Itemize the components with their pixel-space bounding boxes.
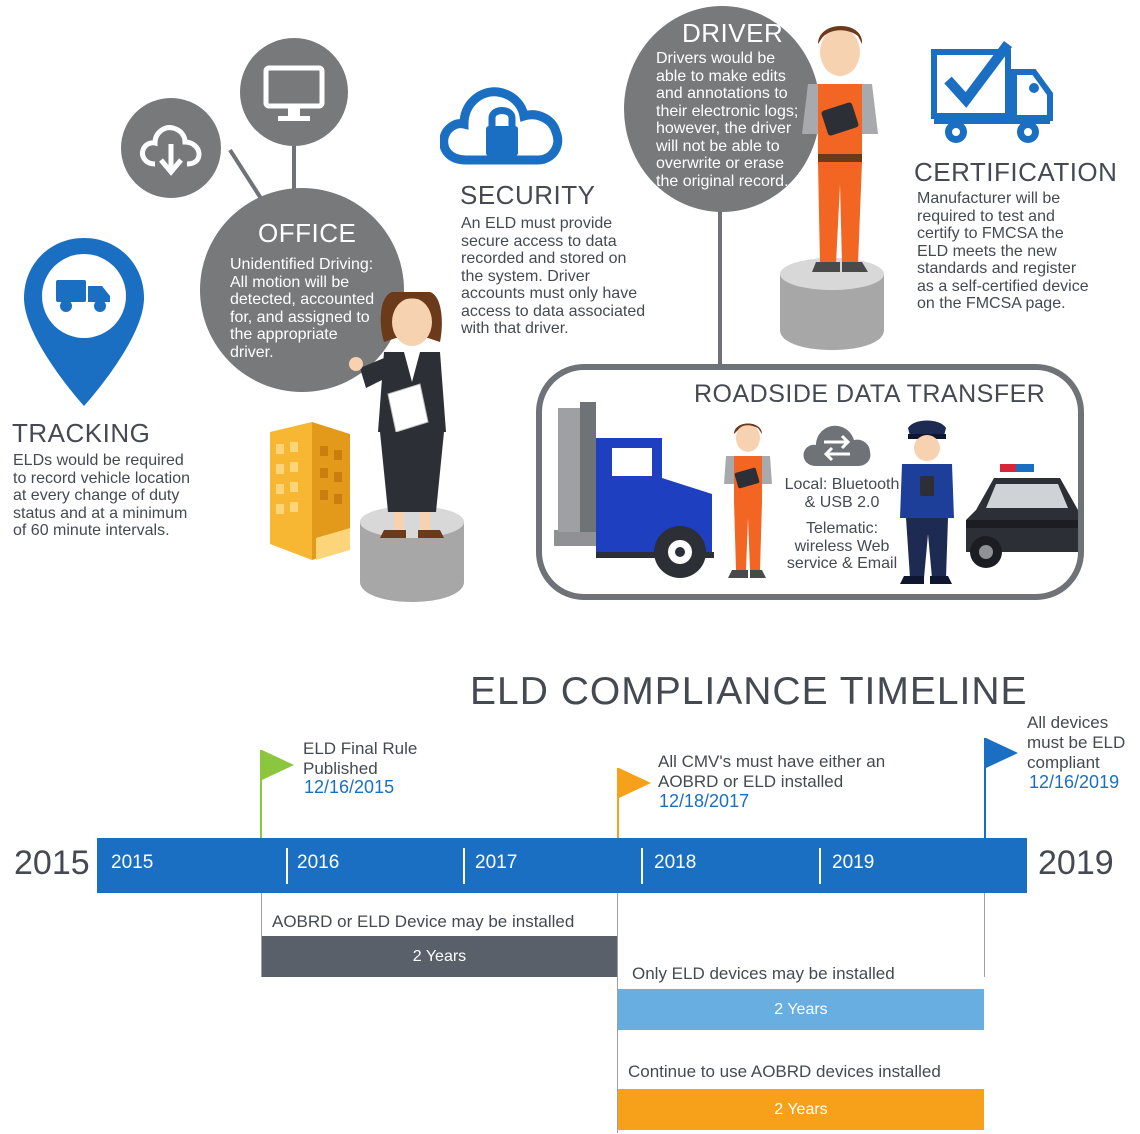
roadside-local-text: Local: Bluetooth & USB 2.0 [784, 476, 900, 511]
milestone-label-3: All devices must be ELD compliant [1027, 713, 1126, 772]
tracking-section: TRACKING ELDs would be required to recor… [10, 236, 200, 586]
year-separator [641, 848, 643, 884]
green-flag-icon [262, 750, 294, 780]
period-guide-2 [617, 893, 618, 1133]
monitor-icon [263, 65, 325, 121]
timeline-bar: 2015 2016 2017 2018 2019 [97, 838, 1027, 893]
bar-year-2018: 2018 [654, 852, 697, 873]
milestone-pole-2019 [984, 738, 986, 838]
truck-location-pin-icon [24, 238, 144, 406]
roadside-panel [536, 364, 1084, 600]
certified-truck-icon [931, 41, 1053, 143]
year-separator [819, 848, 821, 884]
bar-year-2015: 2015 [111, 852, 154, 873]
tracking-text: ELDs would be required to record vehicle… [13, 452, 190, 539]
period-label-3: Continue to use AOBRD devices installed [628, 1062, 941, 1081]
cloud-download-icon [140, 125, 202, 176]
semi-truck-icon [554, 402, 714, 578]
period-bar-1: 2 Years [262, 936, 617, 977]
year-separator [463, 848, 465, 884]
year-separator [286, 848, 288, 884]
driver-text: Drivers would be able to make edits and … [656, 50, 799, 190]
blue-flag-icon [986, 738, 1018, 768]
timeline-start-year: 2015 [14, 844, 90, 882]
office-bubble: OFFICE Unidentified Driving: All motion … [200, 188, 404, 392]
milestone-label-1: ELD Final Rule Published [303, 739, 418, 778]
cloud-transfer-icon [803, 425, 871, 466]
milestone-date-1: 12/16/2015 [304, 777, 395, 797]
certification-title: CERTIFICATION [914, 157, 1118, 187]
monitor-bubble [240, 38, 348, 146]
period-guide-1 [261, 893, 262, 977]
period-bar-2: 2 Years [618, 989, 984, 1030]
timeline-end-year: 2019 [1038, 844, 1114, 882]
period-bar-3: 2 Years [618, 1089, 984, 1130]
office-woman-icon [349, 292, 464, 602]
roadside-telematic-text: Telematic: wireless Web service & Email [786, 520, 898, 572]
police-car-icon [966, 464, 1078, 568]
milestone-label-2: All CMV's must have either an AOBRD or E… [658, 752, 886, 791]
period-label-2: Only ELD devices may be installed [632, 964, 895, 983]
period-guide-3 [984, 893, 985, 977]
office-title: OFFICE [258, 218, 357, 248]
timeline-title: ELD COMPLIANCE TIMELINE [470, 670, 1028, 713]
orange-flag-icon [619, 768, 651, 798]
driver-with-tablet-icon [780, 26, 884, 350]
tracking-title: TRACKING [12, 418, 151, 448]
police-officer-icon [900, 420, 954, 584]
cloud-lock-icon [440, 87, 563, 165]
driver-icon [724, 423, 772, 578]
roadside-title: ROADSIDE DATA TRANSFER [694, 380, 1046, 408]
bar-year-2019: 2019 [832, 852, 875, 873]
period-label-1: AOBRD or ELD Device may be installed [272, 912, 575, 931]
bar-year-2017: 2017 [475, 852, 518, 873]
milestone-date-2: 12/18/2017 [659, 791, 750, 811]
security-text: An ELD must provide secure access to dat… [461, 215, 646, 337]
office-building-icon [270, 422, 350, 560]
milestone-pole-2015 [260, 750, 262, 838]
office-text: Unidentified Driving: All motion will be… [230, 256, 375, 361]
driver-title: DRIVER [682, 18, 784, 48]
milestone-date-3: 12/16/2019 [1029, 772, 1120, 792]
security-title: SECURITY [460, 180, 596, 210]
certification-text: Manufacturer will be required to test an… [917, 190, 1089, 312]
bar-year-2016: 2016 [297, 852, 340, 873]
cloud-download-bubble [121, 98, 221, 198]
driver-bubble: DRIVER Drivers would be able to make edi… [624, 6, 820, 212]
milestone-pole-2017 [617, 768, 619, 838]
